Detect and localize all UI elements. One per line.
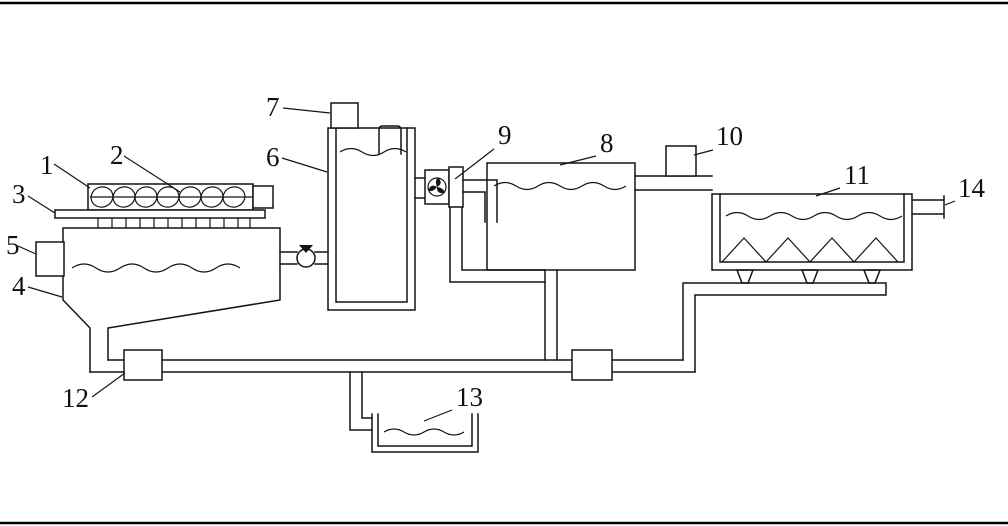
leader-line-12 (91, 372, 126, 398)
drain-funnel-2 (800, 269, 820, 284)
bottom-return-pipe (89, 349, 696, 381)
label-8: 8 (600, 128, 614, 158)
drain-funnel-1 (735, 269, 755, 284)
tank8-wall (486, 162, 636, 271)
vessel6-neck (378, 125, 402, 155)
ref-label-13: 13 (423, 382, 483, 422)
label-13: 13 (456, 382, 483, 412)
leader-line-14 (944, 200, 956, 206)
inline-box-right (571, 349, 613, 381)
leader-line-2 (123, 155, 181, 193)
label-5: 5 (6, 230, 20, 260)
label-10: 10 (716, 121, 743, 151)
ref-label-11: 11 (815, 160, 870, 197)
fan-icon (427, 177, 447, 197)
tank11-drain-header (682, 269, 887, 373)
label-2: 2 (110, 140, 124, 170)
transfer-line-8-to-11 (634, 145, 713, 191)
settling-tank-4 (35, 227, 281, 373)
ref-label-2: 2 (110, 140, 181, 193)
ref-label-14: 14 (944, 173, 986, 206)
tank11-inner-wall (719, 193, 905, 263)
leader-line-4 (27, 286, 63, 298)
conveyor-drive-box (252, 185, 274, 209)
ref-label-9: 9 (454, 120, 512, 180)
aerator-fan-9 (414, 166, 546, 283)
screw-spiral (90, 186, 246, 208)
vessel6-liquid-wave (339, 147, 407, 157)
tank11-outer-wall (711, 193, 913, 271)
leader-line-11 (815, 187, 841, 197)
label-12: 12 (62, 383, 89, 413)
pipe-tank4-to-vessel6 (279, 251, 329, 265)
tank8-liquid-wave (493, 181, 627, 191)
screw-conveyor (54, 183, 274, 228)
ref-label-3: 3 (12, 179, 56, 214)
outlet-pipe-14 (911, 195, 945, 219)
fan-housing (424, 169, 450, 205)
vessel6-to-fan-stub (414, 177, 426, 199)
fan-outlet-chamber (448, 166, 464, 208)
leader-line-7 (282, 107, 331, 114)
label-4: 4 (12, 271, 26, 301)
tank11-liquid-wave (725, 211, 903, 221)
leader-line-8 (559, 155, 597, 166)
transfer-pump (279, 245, 329, 268)
label-14: 14 (958, 173, 986, 203)
label-11: 11 (844, 160, 870, 190)
header-and-drop-pipe (682, 282, 887, 373)
label-9: 9 (498, 120, 512, 150)
inlet-box-5 (35, 241, 65, 277)
tray-liquid-wave (383, 428, 465, 436)
leader-line-3 (27, 195, 56, 214)
aeration-tank-8 (486, 162, 636, 361)
ref-label-8: 8 (559, 128, 614, 166)
tray-walls (371, 413, 479, 453)
ref-label-1: 1 (40, 150, 91, 189)
vessel6-outer-wall (327, 127, 416, 311)
tank8-drain-pipe (544, 269, 558, 361)
filter-tank-11 (711, 193, 945, 271)
pipe-tank8-to-tank11 (634, 175, 713, 191)
ref-label-6: 6 (266, 142, 328, 173)
tank4-outline (62, 227, 281, 373)
label-3: 3 (12, 179, 26, 209)
inline-box-12 (123, 349, 163, 381)
grate-ticks (97, 218, 251, 228)
leader-line-13 (423, 409, 453, 422)
vessel6-inner-wall (335, 127, 408, 303)
tank4-liquid-wave (71, 263, 241, 273)
fan-to-tank8-downcomer (462, 179, 498, 223)
leader-line-5 (17, 245, 37, 255)
collection-tray-13 (349, 371, 479, 453)
tray-branch-pipe (349, 371, 373, 431)
top-box-7 (330, 102, 359, 129)
inline-box-10 (665, 145, 697, 177)
ref-label-4: 4 (12, 271, 63, 301)
label-1: 1 (40, 150, 54, 180)
conveyor-bottom-plate (54, 209, 266, 219)
drain-funnel-3 (862, 269, 882, 284)
ref-label-7: 7 (266, 92, 331, 122)
pump-valve-triangle (299, 245, 313, 253)
ref-label-10: 10 (693, 121, 743, 156)
reaction-vessel-6 (327, 102, 416, 311)
tank11-media-zigzag (721, 237, 899, 263)
leader-line-10 (693, 149, 714, 156)
fan-blades (428, 178, 445, 194)
label-6: 6 (266, 142, 280, 172)
ref-label-5: 5 (6, 230, 37, 260)
reference-labels: 1 2 3 4 5 6 7 8 (6, 92, 986, 422)
leader-line-6 (281, 157, 328, 173)
leader-line-9 (454, 148, 495, 180)
leader-line-1 (53, 163, 91, 189)
ref-label-12: 12 (62, 372, 126, 413)
label-7: 7 (266, 92, 280, 122)
